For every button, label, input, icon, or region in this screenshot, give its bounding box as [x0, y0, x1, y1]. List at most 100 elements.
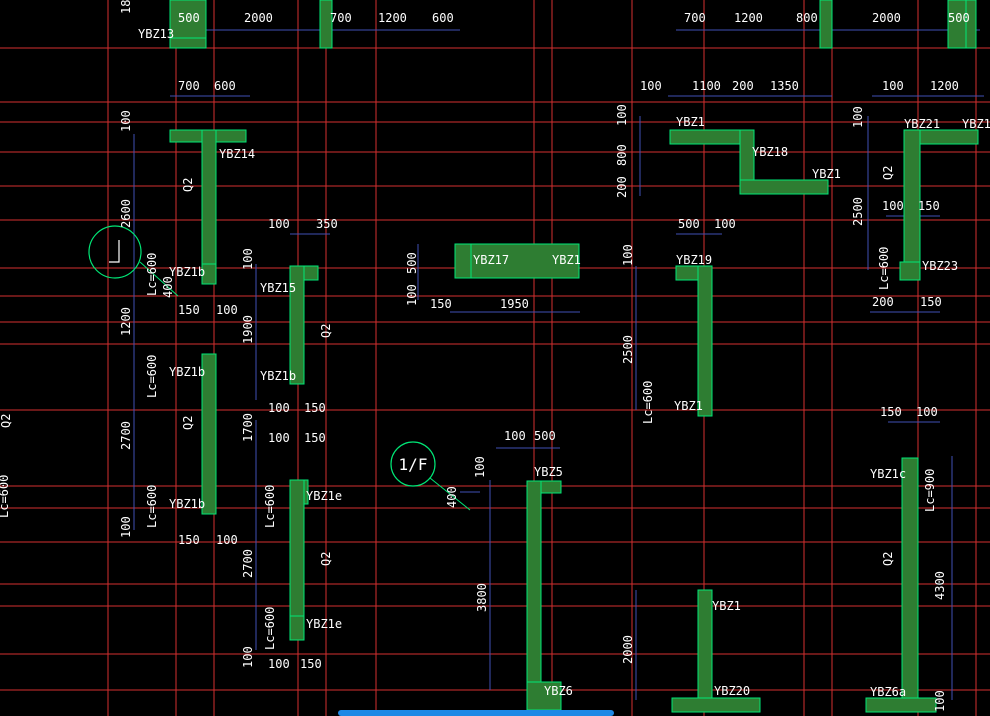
- shear-wall: [697, 265, 713, 417]
- lc-mark: Lc=600: [0, 475, 11, 518]
- column-label: YBZ1e: [306, 617, 342, 631]
- dim-text: 2000: [872, 11, 901, 25]
- dim-text: 150: [304, 401, 326, 415]
- dim-text: 2500: [621, 335, 635, 364]
- column-label: YBZ23: [922, 259, 958, 273]
- shear-wall: [289, 615, 305, 641]
- column-label: YBZ1b: [169, 365, 205, 379]
- shear-wall: [965, 0, 977, 49]
- dim-text: 500: [405, 252, 419, 274]
- wall-mark: Q2: [881, 552, 895, 566]
- lc-mark: Lc=900: [923, 469, 937, 512]
- dim-text: 150: [918, 199, 940, 213]
- dim-text: 350: [316, 217, 338, 231]
- dim-text: 100: [268, 217, 290, 231]
- dim-text: 1700: [241, 413, 255, 442]
- wall-mark: Q2: [319, 324, 333, 338]
- lc-mark: Lc=600: [263, 607, 277, 650]
- lc-mark: Lc=600: [145, 355, 159, 398]
- shear-wall: [454, 243, 580, 279]
- dim-text: 700: [178, 79, 200, 93]
- dim-text: 100: [473, 456, 487, 478]
- dim-text: 400: [445, 486, 459, 508]
- dim-text: 100: [405, 284, 419, 306]
- dim-text: 600: [214, 79, 236, 93]
- dim-text: 200: [615, 176, 629, 198]
- column-label: YBZ1: [712, 599, 741, 613]
- dim-text: 1200: [119, 307, 133, 336]
- dim-text: 100: [851, 106, 865, 128]
- column-label: YBZ1b: [260, 369, 296, 383]
- dim-text: 600: [432, 11, 454, 25]
- shear-wall: [865, 697, 937, 713]
- dim-text: 100: [504, 429, 526, 443]
- dim-text: 500: [948, 11, 970, 25]
- shear-wall: [201, 353, 217, 515]
- dim-text: 100: [714, 217, 736, 231]
- dim-text: 800: [615, 144, 629, 166]
- column-label: YBZ1: [962, 117, 990, 131]
- horizontal-scrollbar[interactable]: [338, 710, 614, 716]
- dim-text: 150: [430, 297, 452, 311]
- column-label: YBZ14: [219, 147, 255, 161]
- column-label: YBZ20: [714, 684, 750, 698]
- dim-text: 2000: [621, 635, 635, 664]
- dim-text: 100: [268, 431, 290, 445]
- wall-mark: Q2: [181, 178, 195, 192]
- dim-text: 1100: [692, 79, 721, 93]
- shear-wall: [289, 265, 305, 385]
- dim-text: 150: [300, 657, 322, 671]
- column-label: YBZ19: [676, 253, 712, 267]
- column-label: YBZ21: [904, 117, 940, 131]
- dim-text: 4300: [933, 571, 947, 600]
- dim-text: 100: [882, 199, 904, 213]
- wall-mark: Q2: [881, 166, 895, 180]
- shear-wall: [669, 129, 751, 145]
- dimension-lines: [133, 29, 984, 700]
- dim-text: 150: [920, 295, 942, 309]
- dim-text: 2000: [244, 11, 273, 25]
- dim-text: 100: [119, 110, 133, 132]
- column-label: YBZ17: [473, 253, 509, 267]
- wall-marks: Q2 Q2 Q2 Q2 Q2 Q2: [181, 166, 895, 566]
- shear-wall: [454, 243, 472, 279]
- dim-text: 180: [119, 0, 133, 14]
- axis-bubble-left: [88, 225, 179, 297]
- column-label: YBZ1: [812, 167, 841, 181]
- dimension-texts: 500 2000 700 1200 600 700 1200 800 2000 …: [0, 0, 970, 712]
- dim-text: 200: [872, 295, 894, 309]
- dim-text: 100: [216, 303, 238, 317]
- shear-wall: [739, 179, 829, 195]
- dim-text: 100: [241, 248, 255, 270]
- column-labels: YBZ13 YBZ14 YBZ1b YBZ1b YBZ1b YBZ15 YBZ1…: [138, 27, 990, 699]
- lc-mark: Lc=600: [145, 485, 159, 528]
- wall-mark: Q2: [319, 552, 333, 566]
- lc-mark: Lc=600: [145, 253, 159, 296]
- dim-text: 100: [241, 646, 255, 668]
- column-label: YBZ6: [544, 684, 573, 698]
- lc-mark: Lc=600: [263, 485, 277, 528]
- shear-wall: [526, 480, 542, 712]
- dim-text: 1900: [241, 315, 255, 344]
- shear-walls: [169, 0, 979, 713]
- dim-text: 100: [621, 244, 635, 266]
- dim-text: 500: [678, 217, 700, 231]
- shear-wall: [201, 263, 217, 285]
- dim-text: 200: [732, 79, 754, 93]
- column-label: YBZ1: [676, 115, 705, 129]
- dim-text: 150: [178, 303, 200, 317]
- dim-text: 100: [933, 690, 947, 712]
- dim-text: 150: [880, 405, 902, 419]
- dim-text: 400: [161, 276, 175, 298]
- dim-text: 2700: [119, 421, 133, 450]
- dim-text: Q2: [0, 414, 13, 428]
- axis-bubble-label: 1/F: [399, 455, 428, 474]
- column-label: YBZ1c: [870, 467, 906, 481]
- dim-text: 500: [178, 11, 200, 25]
- column-label: YBZ1e: [306, 489, 342, 503]
- shear-wall: [819, 0, 833, 49]
- column-label: YBZ13: [138, 27, 174, 41]
